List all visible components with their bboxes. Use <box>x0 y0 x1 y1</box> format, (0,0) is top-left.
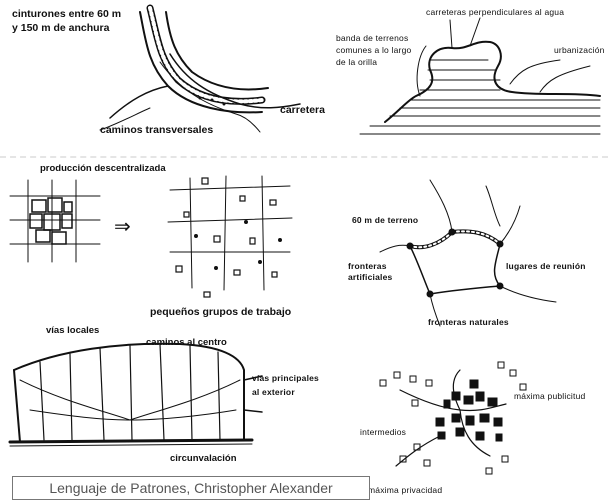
label-main-roads-1: vías principales <box>252 374 319 384</box>
label-transversal-roads: caminos transversales <box>100 124 213 136</box>
label-paths-to-center: caminos al centro <box>146 338 227 349</box>
label-artificial-boundaries-2: artificiales <box>348 273 392 283</box>
label-small-work-groups: pequeños grupos de trabajo <box>150 306 291 318</box>
label-belt-width-2: y 150 m de anchura <box>12 22 109 34</box>
panel-divider <box>0 156 608 158</box>
label-ring-road: circunvalación <box>170 454 237 465</box>
label-intermediate: intermedios <box>360 428 406 438</box>
label-main-roads-2: al exterior <box>252 388 295 398</box>
label-natural-boundaries: fronteras naturales <box>428 318 509 328</box>
panel4-drawing <box>380 180 556 326</box>
label-max-public: máxima publicitud <box>514 392 585 402</box>
arrow-icon: ⇒ <box>114 216 131 239</box>
panel3-drawing <box>10 176 292 297</box>
label-belt-width-1: cinturones entre 60 m <box>12 8 121 20</box>
label-urbanization: urbanización <box>554 46 605 56</box>
label-perpendicular-roads: carreteras perpendiculares al agua <box>426 8 564 18</box>
panel5-drawing <box>10 344 262 446</box>
label-decentralized-production: producción descentralizada <box>40 164 166 175</box>
label-artificial-boundaries-1: fronteras <box>348 262 387 272</box>
label-band-1: banda de terrenos <box>336 34 408 44</box>
label-band-2: comunes a lo largo <box>336 46 411 56</box>
label-band-3: de la orilla <box>336 58 377 68</box>
caption-box: Lenguaje de Patrones, Christopher Alexan… <box>12 476 370 500</box>
panel6-drawing <box>380 362 526 474</box>
label-local-roads: vías locales <box>46 326 99 337</box>
label-60m-land: 60 m de terreno <box>352 216 418 226</box>
panel1-drawing <box>100 8 300 132</box>
label-road: carretera <box>280 104 325 116</box>
label-max-private: máxima privacidad <box>368 486 442 496</box>
label-meeting-places: lugares de reunión <box>506 262 586 272</box>
